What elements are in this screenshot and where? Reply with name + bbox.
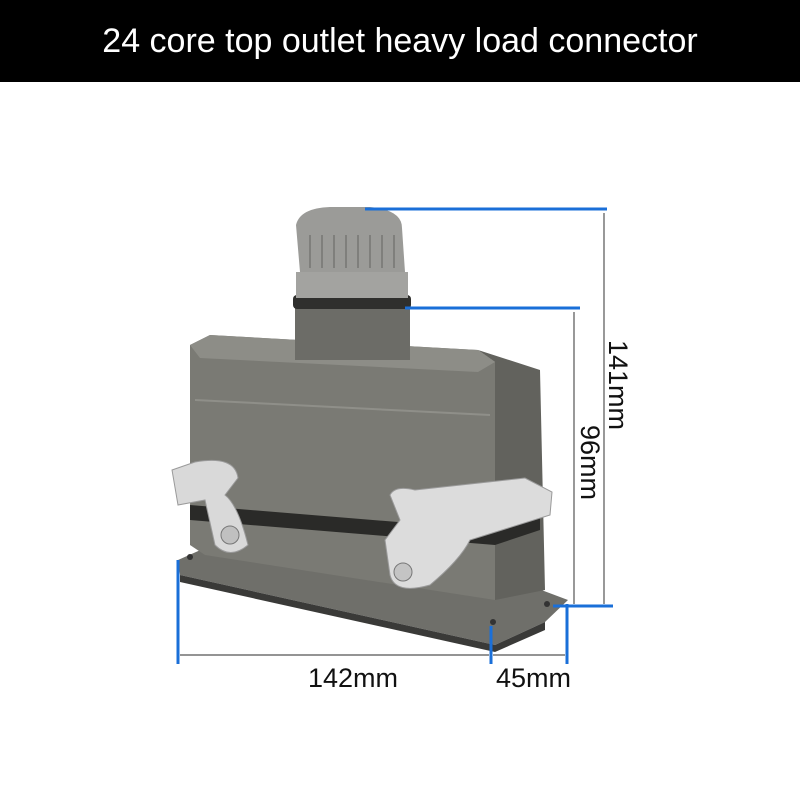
width-label: 142mm — [308, 663, 399, 693]
title-banner: 24 core top outlet heavy load connector — [0, 0, 800, 82]
base-plate — [178, 548, 568, 645]
body-height-label: 96mm — [575, 425, 605, 501]
total-height-label: 141mm — [603, 340, 633, 431]
right-latch — [384, 477, 553, 589]
gland-base — [295, 305, 410, 360]
title: 24 core top outlet heavy load connector — [102, 21, 698, 60]
dimension-lines — [176, 207, 613, 664]
housing-side — [478, 350, 545, 600]
depth-label: 45mm — [496, 663, 572, 693]
gland-cap — [296, 207, 405, 272]
gland-nut — [296, 272, 408, 298]
